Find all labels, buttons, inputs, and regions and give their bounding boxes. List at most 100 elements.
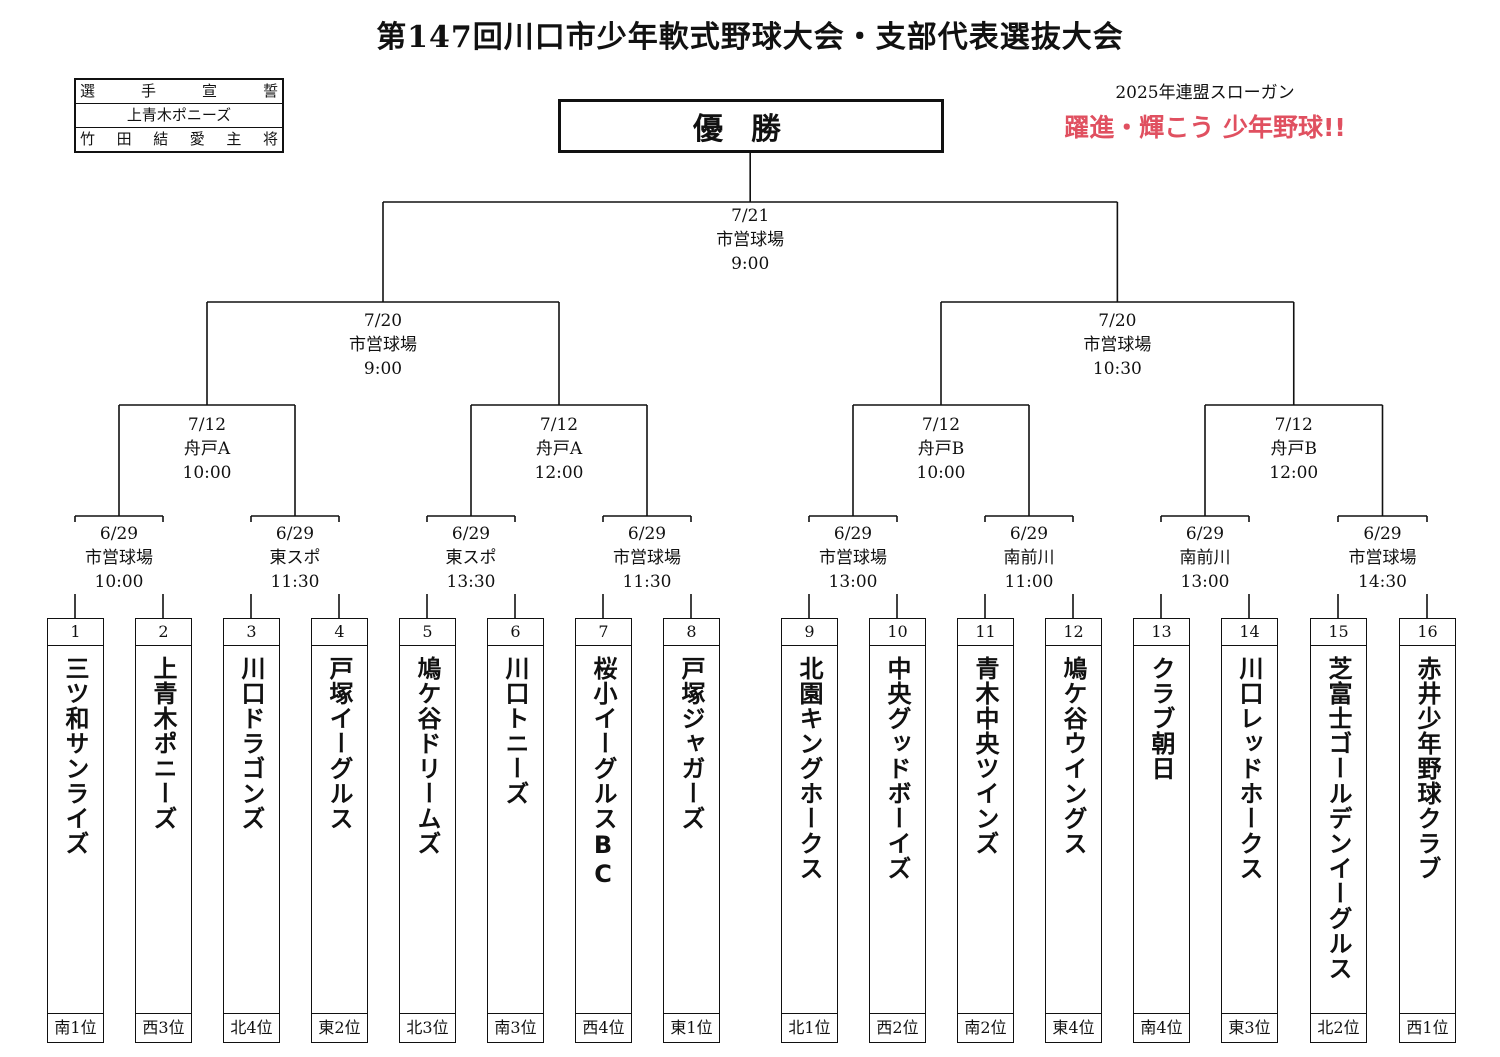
match-date: 7/12 (539, 415, 579, 435)
team-name: 鳩ケ谷ウイングス (1059, 656, 1087, 856)
match-time: 9:00 (363, 359, 403, 379)
team-number: 14 (1222, 619, 1277, 646)
team-number: 5 (400, 619, 455, 646)
team-entry: 9 北園キングホークス北1位 (781, 618, 838, 1043)
team-name: 鳩ケ谷ドリームズ (413, 656, 441, 856)
match-info: 6/29 市営球場 13:00 (793, 522, 913, 594)
match-date: 7/20 (363, 311, 403, 331)
match-time: 9:00 (731, 254, 770, 274)
team-name: 上青木ポニーズ (149, 656, 177, 831)
match-date: 6/29 (451, 524, 491, 544)
team-rank: 東4位 (1046, 1013, 1101, 1042)
match-info: 6/29 南前川 13:00 (1145, 522, 1265, 594)
match-venue: 市営球場 (1083, 335, 1152, 355)
team-rank: 南1位 (48, 1013, 103, 1042)
team-rank: 北3位 (400, 1013, 455, 1042)
match-venue: 東スポ (269, 548, 321, 568)
team-number: 3 (224, 619, 279, 646)
team-name: クラブ朝日 (1147, 656, 1175, 781)
team-number: 16 (1400, 619, 1455, 646)
oath-captain-char: 愛 (189, 130, 205, 148)
match-time: 10:00 (916, 463, 966, 483)
team-name: 川口レッドホークス (1235, 656, 1263, 881)
match-date: 7/21 (731, 206, 770, 226)
team-name: 芝富士ゴールデンイーグルス (1324, 656, 1352, 981)
team-number: 11 (958, 619, 1013, 646)
oath-team: 上青木ポニーズ (76, 104, 282, 128)
match-time: 12:00 (1269, 463, 1319, 483)
match-venue: 市営球場 (349, 335, 417, 355)
match-time: 10:00 (182, 463, 232, 483)
match-venue: 南前川 (1179, 548, 1231, 568)
team-entry: 3 川口ドラゴンズ北4位 (223, 618, 280, 1043)
match-venue: 市営球場 (85, 548, 153, 568)
team-name: 戸塚イーグルス (325, 656, 353, 831)
match-info: 6/29 東スポ 11:30 (235, 522, 355, 594)
match-date: 6/29 (833, 524, 873, 544)
team-number: 2 (136, 619, 191, 646)
champion-box: 優勝 (558, 99, 944, 153)
team-name: 北園キングホークス (795, 656, 823, 881)
match-date: 6/29 (1009, 524, 1049, 544)
match-date: 6/29 (275, 524, 315, 544)
team-rank: 西4位 (576, 1013, 631, 1042)
team-rank: 北1位 (782, 1013, 837, 1042)
match-time: 11:30 (622, 572, 672, 592)
match-time: 13:00 (828, 572, 878, 592)
match-info: 7/12 舟戸A 12:00 (499, 413, 619, 485)
match-time: 11:00 (1004, 572, 1054, 592)
slogan-text: 躍進・輝こう 少年野球!! (1064, 113, 1346, 142)
oath-captain-char: 主 (226, 130, 242, 148)
team-name: 赤井少年野球クラブ (1413, 656, 1441, 881)
match-date: 6/29 (99, 524, 139, 544)
match-time: 13:00 (1180, 572, 1230, 592)
athlete-oath-box: 選 手 宣 誓 上青木ポニーズ 竹 田 結 愛 主 将 (74, 78, 284, 153)
team-number: 13 (1134, 619, 1189, 646)
oath-captain-char: 田 (116, 130, 132, 148)
team-name: 桜小イーグルスBC (589, 656, 617, 889)
team-entry: 2 上青木ポニーズ西3位 (135, 618, 192, 1043)
team-name: 川口ドラゴンズ (237, 656, 265, 831)
match-date: 7/20 (1098, 311, 1137, 331)
team-rank: 東1位 (664, 1013, 719, 1042)
team-rank: 北4位 (224, 1013, 279, 1042)
match-venue: 舟戸A (535, 439, 583, 459)
match-time: 13:30 (446, 572, 496, 592)
match-date: 6/29 (1363, 524, 1402, 544)
team-rank: 西2位 (870, 1013, 925, 1042)
oath-captain-char: 将 (262, 130, 278, 148)
match-date: 6/29 (1185, 524, 1225, 544)
team-name: 中央グッドボーイズ (883, 656, 911, 881)
match-time: 11:30 (270, 572, 320, 592)
team-number: 7 (576, 619, 631, 646)
oath-header-char: 誓 (262, 82, 278, 100)
match-time: 12:00 (534, 463, 584, 483)
team-number: 1 (48, 619, 103, 646)
team-entry: 7 桜小イーグルスBC 西4位 (575, 618, 632, 1043)
team-number: 9 (782, 619, 837, 646)
team-number: 4 (312, 619, 367, 646)
team-number: 15 (1311, 619, 1366, 646)
match-venue: 市営球場 (819, 548, 887, 568)
oath-captain-char: 結 (153, 130, 169, 148)
team-rank: 西3位 (136, 1013, 191, 1042)
team-number: 8 (664, 619, 719, 646)
page-title: 第147回川口市少年軟式野球大会・支部代表選抜大会 (376, 20, 1124, 55)
match-venue: 舟戸B (917, 439, 965, 459)
match-venue: 東スポ (445, 548, 497, 568)
match-info: 7/20 市営球場 9:00 (323, 309, 443, 381)
